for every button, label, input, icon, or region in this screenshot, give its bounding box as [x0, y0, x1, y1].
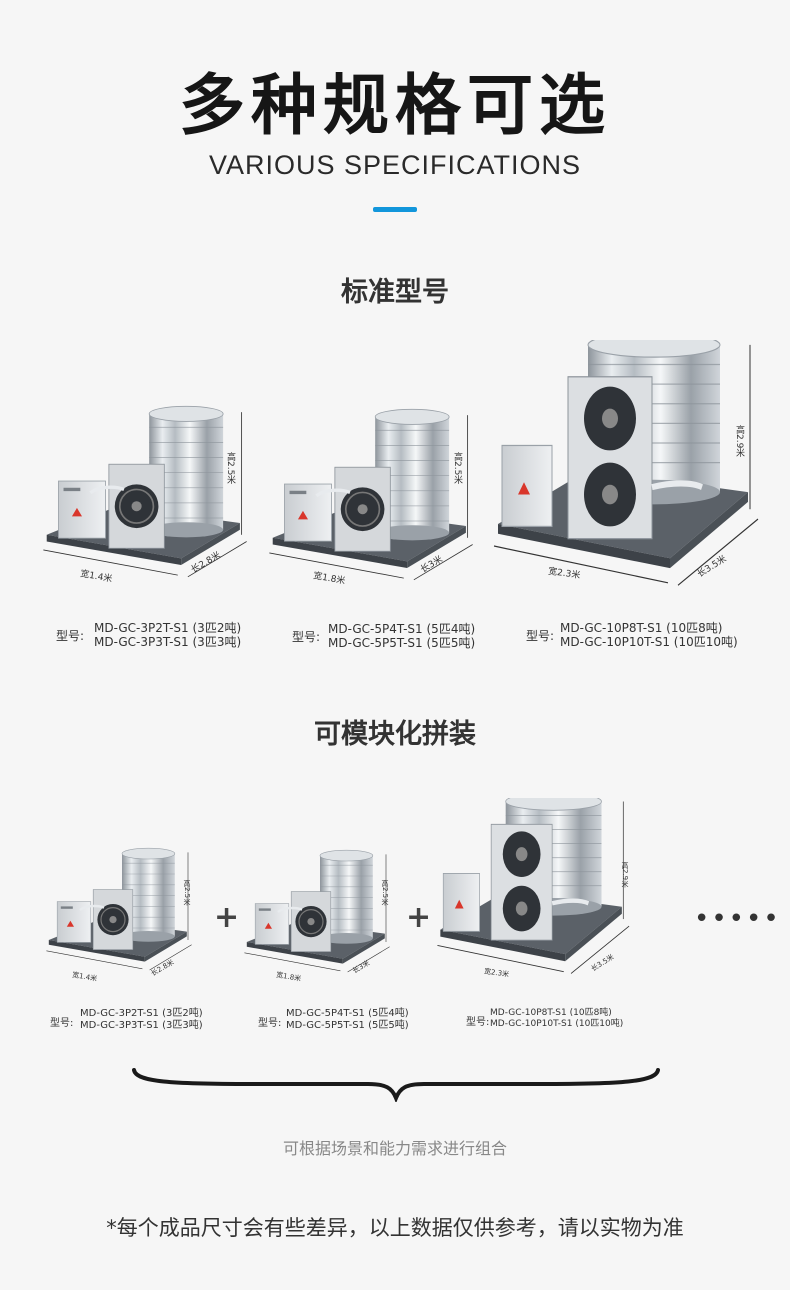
grouping-brace	[132, 1068, 660, 1102]
modular-section-title: 可模块化拼装	[314, 719, 476, 750]
product-image-10p	[437, 798, 630, 974]
disclaimer-note: *每个成品尺寸会有些差异，以上数据仅供参考，请以实物为准	[106, 1216, 684, 1240]
product-image-5p	[269, 407, 473, 581]
model-label: 型号:	[466, 1017, 490, 1028]
model-name: MD-GC-5P5T-S1 (5匹5吨)	[286, 1020, 409, 1031]
model-name: MD-GC-3P2T-S1 (3匹2吨)	[80, 1008, 203, 1019]
dim-height: 高2.5米	[225, 452, 235, 485]
model-name: MD-GC-3P3T-S1 (3匹3吨)	[94, 635, 242, 649]
model-name: MD-GC-10P8T-S1 (10匹8吨)	[490, 1008, 612, 1018]
combination-caption: 可根据场景和能力需求进行组合	[282, 1139, 507, 1158]
product-image-5p	[244, 849, 390, 973]
product-image-3p	[46, 847, 192, 971]
model-label: 型号:	[526, 629, 555, 643]
accent-divider	[373, 207, 417, 212]
model-label: 型号:	[258, 1018, 282, 1029]
page-subtitle: VARIOUS SPECIFICATIONS	[208, 150, 582, 180]
page-title: 多种规格可选	[179, 67, 611, 144]
model-label: 型号:	[50, 1018, 74, 1029]
product-image-10p	[493, 340, 759, 586]
model-name: MD-GC-3P3T-S1 (3匹3吨)	[80, 1020, 203, 1031]
plus-sign: +	[214, 900, 240, 935]
standard-section-title: 标准型号	[341, 277, 449, 308]
model-name: MD-GC-5P4T-S1 (5匹4吨)	[328, 622, 476, 636]
model-name: MD-GC-3P2T-S1 (3匹2吨)	[94, 621, 242, 635]
more-indicator: •••••	[694, 904, 781, 934]
dim-height: 高2.9米	[734, 425, 744, 458]
dim-height: 高2.5米	[183, 880, 191, 906]
model-label: 型号:	[292, 630, 321, 644]
model-label: 型号:	[56, 629, 85, 643]
dim-height: 高2.5米	[452, 452, 462, 485]
model-name: MD-GC-10P8T-S1 (10匹8吨)	[560, 621, 723, 635]
model-name: MD-GC-10P10T-S1 (10匹10吨)	[560, 635, 738, 649]
dim-height: 高2.9米	[621, 862, 629, 888]
plus-sign: +	[406, 900, 432, 935]
product-image-3p	[43, 404, 247, 578]
model-name: MD-GC-5P4T-S1 (5匹4吨)	[286, 1008, 409, 1019]
dim-height: 高2.5米	[381, 880, 389, 906]
model-name: MD-GC-10P10T-S1 (10匹10吨)	[490, 1019, 624, 1029]
model-name: MD-GC-5P5T-S1 (5匹5吨)	[328, 636, 476, 650]
